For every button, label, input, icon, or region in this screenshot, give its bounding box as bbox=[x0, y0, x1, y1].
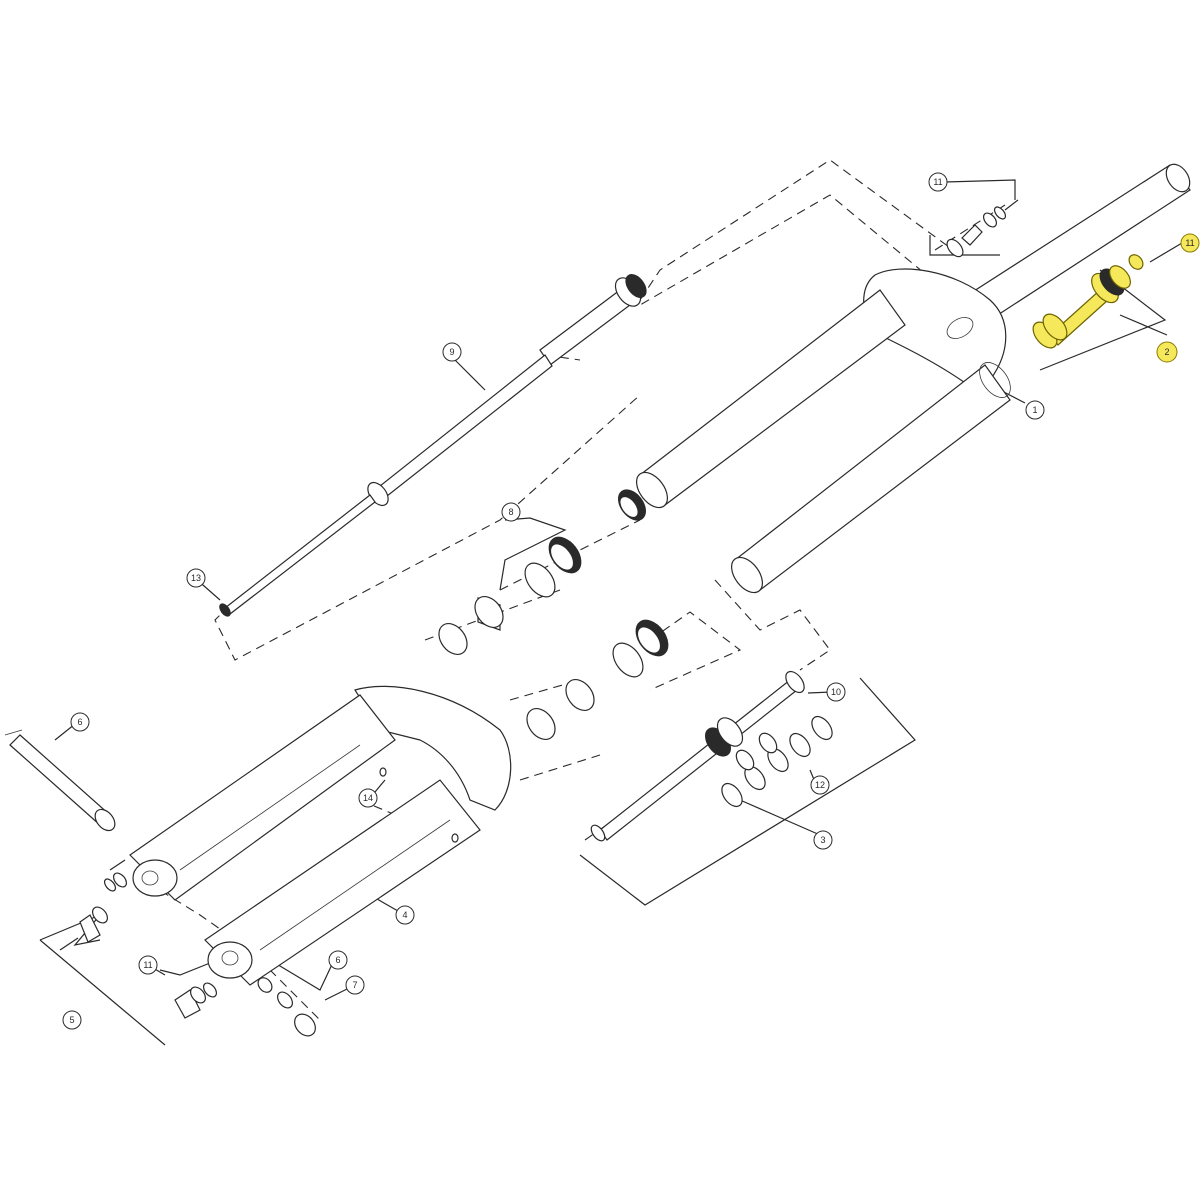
svg-text:11: 11 bbox=[143, 960, 152, 970]
callouts: 1 2 3 4 5 6 6 7 8 9 10 1 bbox=[62, 172, 1200, 1030]
callout-8: 8 bbox=[501, 502, 521, 522]
callout-11-highlighted: 11 bbox=[1180, 233, 1200, 253]
callout-1: 1 bbox=[1025, 400, 1045, 420]
callout-9: 9 bbox=[442, 342, 462, 362]
callout-2-highlighted: 2 bbox=[1156, 341, 1178, 363]
damper-cartridge bbox=[219, 274, 647, 617]
spring-assembly bbox=[590, 670, 805, 842]
callout-6-axle: 6 bbox=[70, 712, 90, 732]
callout-4: 4 bbox=[395, 905, 415, 925]
crown-adjuster-parts bbox=[946, 199, 1019, 258]
callout-3: 3 bbox=[813, 830, 833, 850]
svg-text:11: 11 bbox=[933, 177, 942, 187]
svg-text:13: 13 bbox=[191, 573, 201, 583]
svg-text:14: 14 bbox=[363, 793, 373, 803]
svg-text:11: 11 bbox=[1185, 238, 1194, 248]
lower-legs bbox=[129, 685, 512, 986]
callout-11-bottom: 11 bbox=[138, 955, 158, 975]
svg-text:5: 5 bbox=[69, 1015, 74, 1025]
svg-text:6: 6 bbox=[77, 717, 82, 727]
callout-14: 14 bbox=[358, 788, 378, 808]
svg-text:2: 2 bbox=[1164, 347, 1169, 357]
axle bbox=[4, 729, 116, 832]
callout-11-top: 11 bbox=[928, 172, 948, 192]
svg-text:9: 9 bbox=[449, 347, 454, 357]
svg-text:10: 10 bbox=[831, 687, 841, 697]
bumper-set bbox=[721, 715, 833, 808]
svg-text:12: 12 bbox=[815, 780, 825, 790]
svg-text:7: 7 bbox=[352, 980, 357, 990]
svg-text:6: 6 bbox=[335, 955, 340, 965]
dropout-hardware bbox=[59, 767, 459, 1037]
callout-13: 13 bbox=[186, 568, 206, 588]
seals-and-bushings bbox=[438, 489, 669, 740]
callout-6-dropout: 6 bbox=[328, 950, 348, 970]
crown-steerer-uppers bbox=[636, 163, 1191, 594]
svg-text:8: 8 bbox=[508, 507, 513, 517]
callout-5: 5 bbox=[62, 1010, 82, 1030]
callout-10: 10 bbox=[826, 682, 846, 702]
svg-text:1: 1 bbox=[1032, 405, 1037, 415]
callout-12: 12 bbox=[810, 775, 830, 795]
svg-text:4: 4 bbox=[402, 910, 407, 920]
leader-lines bbox=[39, 179, 1183, 1046]
highlighted-air-shaft-assembly bbox=[1032, 254, 1144, 349]
callout-7: 7 bbox=[345, 975, 365, 995]
svg-text:3: 3 bbox=[820, 835, 825, 845]
